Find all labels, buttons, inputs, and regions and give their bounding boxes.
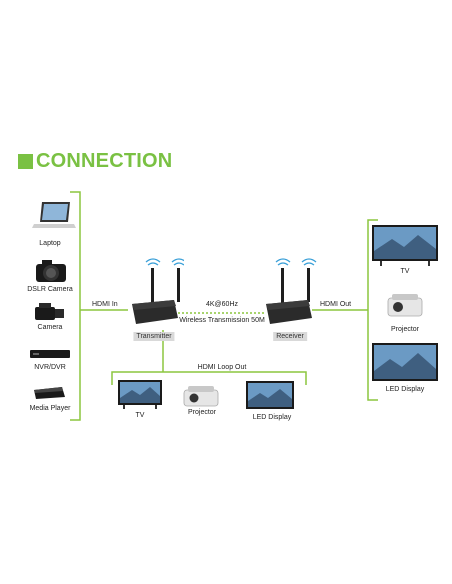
tv-icon [372, 225, 438, 267]
loop-tv-icon [118, 380, 162, 410]
hdmi-loop-out-label: HDMI Loop Out [198, 364, 247, 371]
output-label-tv: TV [401, 268, 410, 275]
media-player-icon [32, 385, 66, 401]
transmitter-icon [128, 252, 184, 330]
transmitter-label: Transmitter [133, 332, 174, 341]
output-label-projector: Projector [391, 326, 419, 333]
loop-label-led-display: LED Display [253, 414, 292, 421]
receiver-icon [262, 252, 318, 330]
link-distance-label: Wireless Transmission 50M [179, 317, 265, 324]
loop-projector-icon [182, 384, 220, 410]
source-label-camera: Camera [38, 324, 63, 331]
receiver-label: Receiver [273, 332, 307, 341]
source-label-media-player: Media Player [30, 405, 71, 412]
dslr-camera-icon [34, 258, 68, 284]
projector-icon [386, 292, 424, 320]
laptop-icon [32, 200, 76, 232]
output-label-led-display: LED Display [386, 386, 425, 393]
source-label-dslr: DSLR Camera [27, 286, 73, 293]
nvr-dvr-icon [30, 348, 70, 360]
led-display-icon [372, 343, 438, 381]
loop-label-projector: Projector [188, 409, 216, 416]
hdmi-in-label: HDMI In [92, 301, 118, 308]
link-resolution-label: 4K@60Hz [206, 301, 238, 308]
hdmi-out-label: HDMI Out [320, 301, 351, 308]
loop-label-tv: TV [136, 412, 145, 419]
loop-led-display-icon [246, 381, 294, 411]
source-label-laptop: Laptop [39, 240, 60, 247]
source-label-nvr: NVR/DVR [34, 364, 66, 371]
camcorder-icon [33, 302, 67, 324]
